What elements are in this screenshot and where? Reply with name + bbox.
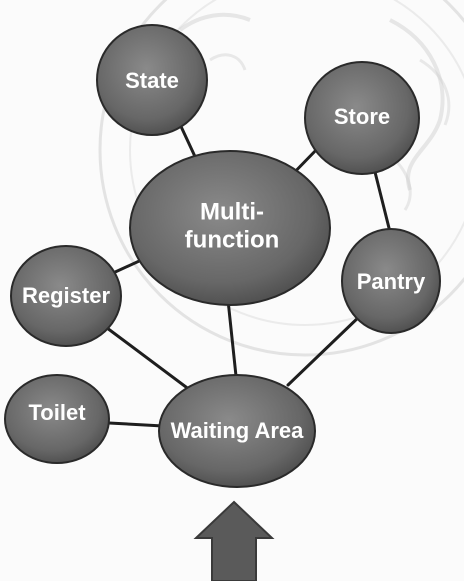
node-register-label: Register <box>22 283 110 308</box>
node-store-bubble <box>304 61 420 175</box>
node-waiting-area-bubble <box>158 374 316 488</box>
node-toilet[interactable]: Toilet <box>4 374 110 464</box>
node-multifunction[interactable]: Multi- function <box>129 150 331 306</box>
edge-register-waiting <box>101 323 192 392</box>
node-toilet-bubble <box>4 374 110 464</box>
node-state-label: State <box>125 68 179 93</box>
node-store[interactable]: Store <box>304 61 420 175</box>
node-state[interactable]: State <box>96 24 208 136</box>
node-pantry-bubble <box>341 228 441 334</box>
node-pantry-label: Pantry <box>357 269 426 294</box>
node-register[interactable]: Register <box>10 245 122 347</box>
up-arrow-icon <box>193 500 275 581</box>
edge-multifunction-waiting <box>226 298 238 378</box>
node-multifunction-label-line1: Multi- <box>200 198 264 225</box>
node-waiting-area[interactable]: Waiting Area <box>158 374 316 488</box>
node-waiting-area-label: Waiting Area <box>171 418 305 443</box>
node-multifunction-bubble <box>129 150 331 306</box>
node-pantry[interactable]: Pantry <box>341 228 441 334</box>
node-store-label: Store <box>334 104 390 129</box>
node-register-bubble <box>10 245 122 347</box>
node-toilet-label: Toilet <box>28 400 86 425</box>
edge-toilet-waiting <box>107 421 165 428</box>
edge-pantry-waiting <box>286 312 364 387</box>
node-multifunction-label-line2: function <box>185 226 280 253</box>
node-state-bubble <box>96 24 208 136</box>
